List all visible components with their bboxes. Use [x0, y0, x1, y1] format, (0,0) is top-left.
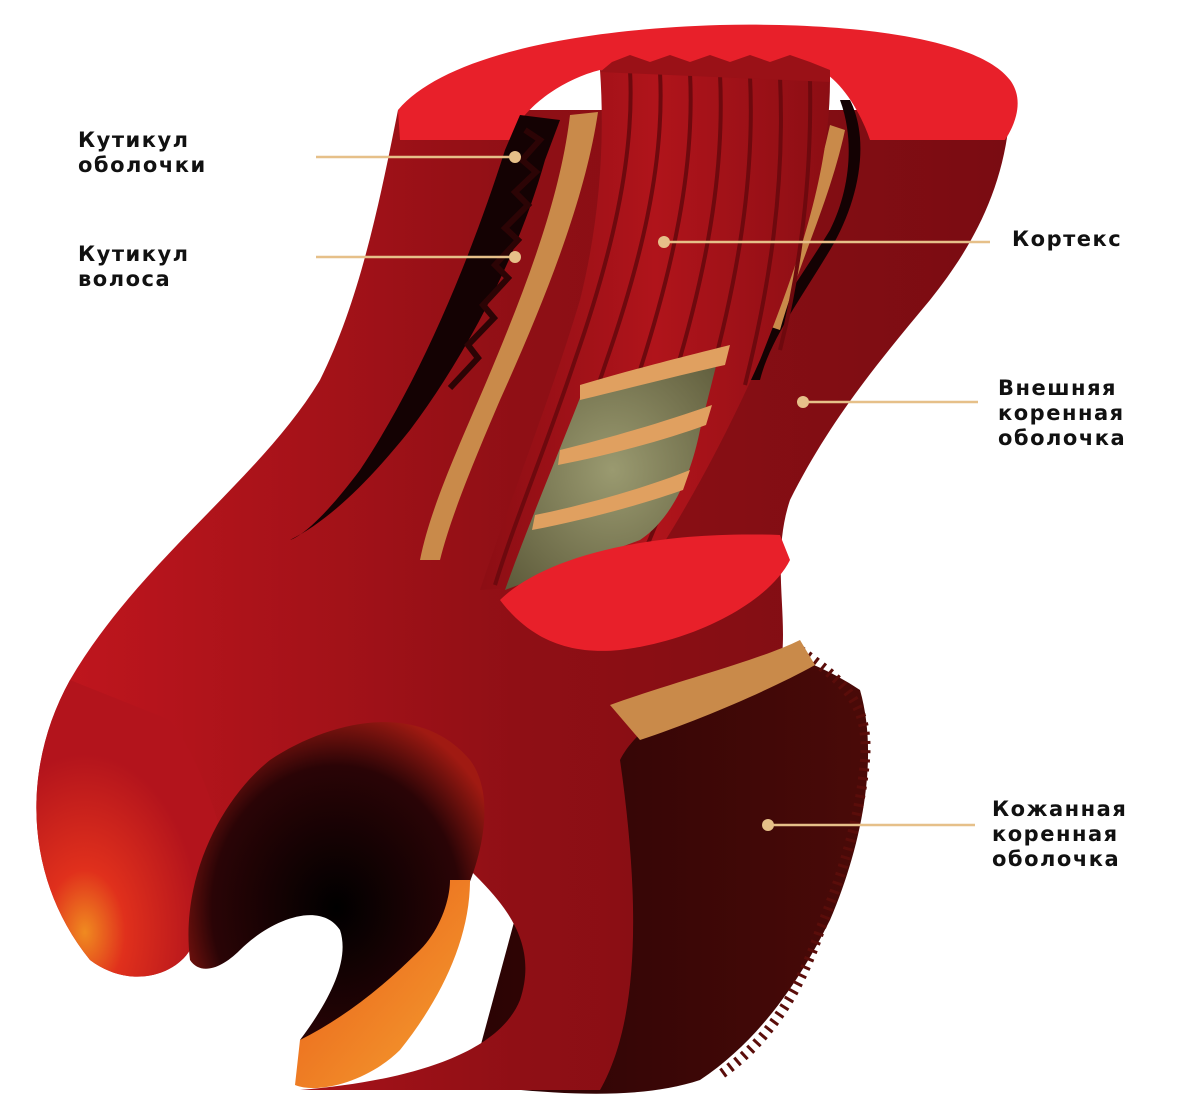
dot-cuticle-hair — [509, 251, 521, 263]
dot-outer-root — [797, 396, 809, 408]
label-cuticle-hair: Кутикул волоса — [78, 242, 190, 292]
label-line: Кожанная — [992, 797, 1127, 822]
label-line: коренная — [998, 401, 1126, 426]
label-line: волоса — [78, 267, 190, 292]
dot-dermal-root — [762, 819, 774, 831]
dot-cuticle-sheath — [509, 151, 521, 163]
label-line: коренная — [992, 822, 1127, 847]
label-line: оболочка — [998, 426, 1126, 451]
label-cortex: Кортекс — [1012, 227, 1122, 252]
label-line: Кутикул — [78, 242, 190, 267]
label-line: оболочки — [78, 153, 207, 178]
label-line: Внешняя — [998, 376, 1126, 401]
dot-cortex — [658, 236, 670, 248]
label-cuticle-sheath: Кутикул оболочки — [78, 128, 207, 178]
label-dermal-root-sheath: Кожанная коренная оболочка — [992, 797, 1127, 872]
label-line: Кортекс — [1012, 227, 1122, 252]
label-line: оболочка — [992, 847, 1127, 872]
label-line: Кутикул — [78, 128, 207, 153]
label-outer-root-sheath: Внешняя коренная оболочка — [998, 376, 1126, 451]
